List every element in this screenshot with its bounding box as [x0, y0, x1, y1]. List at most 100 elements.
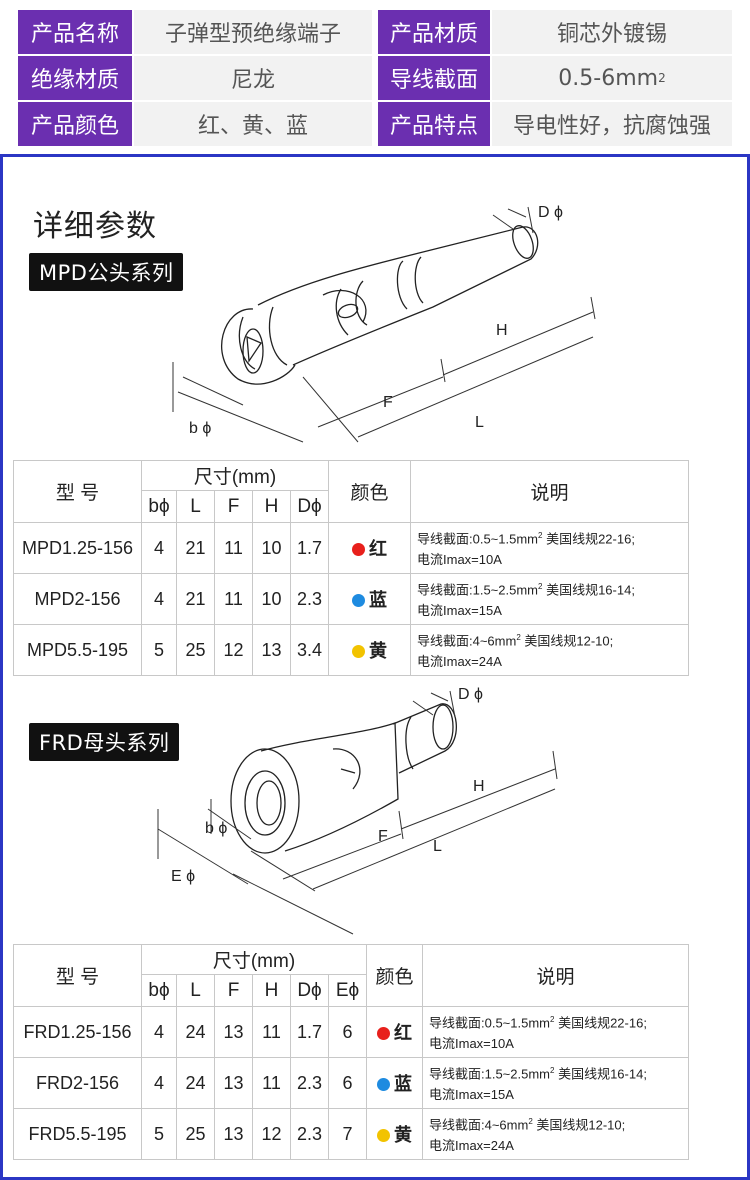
spec-table: 产品名称 子弹型预绝缘端子 产品材质 铜芯外镀锡 绝缘材质 尼龙 导线截面 0.…: [18, 10, 732, 148]
superscript: 2: [550, 1015, 555, 1025]
dim-l-label: L: [475, 414, 484, 431]
yellow-dot-icon: [377, 1129, 390, 1142]
dim-cell: 10: [252, 573, 291, 625]
frd-spec-table: 型 号 尺寸(mm) 颜色 说明 bϕ L F H Dϕ Eϕ FRD1.25-…: [13, 944, 689, 1160]
model-cell: FRD1.25-156: [13, 1006, 142, 1058]
dim-cell: 24: [176, 1006, 215, 1058]
dim-d-label: D ϕ: [538, 204, 563, 221]
desc-cell: 导线截面:4~6mm2 美国线规12-10;电流Imax=24A: [422, 1108, 689, 1160]
dim-cell: 4: [141, 1057, 177, 1109]
dim-d-label: D ϕ: [458, 686, 483, 703]
blue-dot-icon: [377, 1078, 390, 1091]
dim-cell: 2.3: [290, 1108, 329, 1160]
red-dot-icon: [352, 543, 365, 556]
table-row: MPD2-156 4 21 11 10 2.3 蓝 导线截面:1.5~2.5mm…: [13, 573, 689, 625]
color-cell: 红: [328, 522, 411, 574]
superscript: 2: [550, 1066, 555, 1076]
spec-label: 产品材质: [378, 10, 490, 54]
col-header-dim: L: [176, 490, 215, 523]
dim-cell: 4: [141, 522, 177, 574]
col-header-dim: H: [252, 974, 291, 1007]
table-row: MPD1.25-156 4 21 11 10 1.7 红 导线截面:0.5~1.…: [13, 522, 689, 574]
model-cell: MPD2-156: [13, 573, 142, 625]
col-header-desc: 说明: [422, 944, 689, 1007]
frd-connector-drawing: D ϕ H F L b ϕ E ϕ: [157, 686, 558, 935]
dim-cell: 11: [252, 1006, 291, 1058]
col-header-dim: H: [252, 490, 291, 523]
col-header-color: 颜色: [366, 944, 423, 1007]
col-header-model: 型 号: [13, 460, 142, 523]
color-name: 蓝: [369, 590, 387, 610]
desc-awg: 美国线规22-16;: [554, 1015, 647, 1031]
frd-series-badge: FRD母头系列: [29, 723, 180, 761]
section-title: 详细参数: [33, 209, 157, 244]
dim-cell: 5: [141, 1108, 177, 1160]
blue-dot-icon: [352, 594, 365, 607]
dim-cell: 10: [252, 522, 291, 574]
spec-value: 子弹型预绝缘端子: [134, 10, 372, 54]
dim-cell: 4: [141, 573, 177, 625]
dim-cell: 25: [176, 624, 215, 676]
desc-awg: 美国线规12-10;: [520, 633, 614, 649]
color-name: 黄: [394, 1125, 412, 1145]
model-cell: MPD5.5-195: [13, 624, 142, 676]
color-cell: 黄: [366, 1108, 423, 1160]
desc-cell: 导线截面:0.5~1.5mm2 美国线规22-16;电流Imax=10A: [410, 522, 689, 574]
dim-cell: 13: [214, 1108, 253, 1160]
superscript: 2: [528, 1117, 533, 1127]
dim-h-label: H: [496, 322, 508, 339]
desc-awg: 美国线规12-10;: [532, 1117, 626, 1133]
dim-cell: 25: [176, 1108, 215, 1160]
spec-row: 产品名称 子弹型预绝缘端子 产品材质 铜芯外镀锡: [18, 10, 732, 54]
col-header-size: 尺寸(mm): [141, 460, 329, 491]
dim-f-label: F: [383, 394, 393, 411]
dim-cell: 1.7: [290, 1006, 329, 1058]
spec-label: 绝缘材质: [18, 56, 132, 100]
dim-cell: 3.4: [290, 624, 329, 676]
desc-current: 电流Imax=24A: [417, 653, 502, 669]
dim-cell: 6: [328, 1006, 367, 1058]
dim-cell: 5: [141, 624, 177, 676]
desc-current: 电流Imax=10A: [429, 1035, 514, 1051]
dim-cell: 21: [176, 522, 215, 574]
col-header-dim: Dϕ: [290, 974, 329, 1007]
table-row: MPD5.5-195 5 25 12 13 3.4 黄 导线截面:4~6mm2 …: [13, 624, 689, 676]
color-cell: 蓝: [328, 573, 411, 625]
desc-line: 导线截面:1.5~2.5mm: [429, 1066, 551, 1082]
dim-cell: 12: [214, 624, 253, 676]
desc-cell: 导线截面:1.5~2.5mm2 美国线规16-14;电流Imax=15A: [422, 1057, 689, 1109]
dim-cell: 1.7: [290, 522, 329, 574]
dim-f-label: F: [378, 828, 388, 845]
col-header-dim: bϕ: [141, 974, 177, 1007]
superscript: 2: [516, 633, 521, 643]
table-row: FRD5.5-195 5 25 13 12 2.3 7 黄 导线截面:4~6mm…: [13, 1108, 689, 1160]
superscript: 2: [658, 71, 666, 85]
dim-h-label: H: [473, 778, 485, 795]
dim-l-label: L: [433, 838, 442, 855]
dim-cell: 13: [252, 624, 291, 676]
desc-current: 电流Imax=15A: [417, 602, 502, 618]
superscript: 2: [538, 531, 543, 541]
desc-cell: 导线截面:4~6mm2 美国线规12-10; 电流Imax=24A: [410, 624, 689, 676]
dim-cell: 12: [252, 1108, 291, 1160]
col-header-dim: F: [214, 490, 253, 523]
color-name: 蓝: [394, 1074, 412, 1094]
desc-line: 导线截面:1.5~2.5mm: [417, 582, 539, 598]
col-header-desc: 说明: [410, 460, 689, 523]
dim-cell: 11: [214, 522, 253, 574]
superscript: 2: [538, 582, 543, 592]
spec-label: 导线截面: [378, 56, 490, 100]
spec-value: 导电性好，抗腐蚀强: [492, 102, 732, 146]
spec-label: 产品颜色: [18, 102, 132, 146]
dim-cell: 2.3: [290, 1057, 329, 1109]
col-header-dim: Dϕ: [290, 490, 329, 523]
mpd-series-badge: MPD公头系列: [29, 253, 184, 291]
dim-cell: 13: [214, 1057, 253, 1109]
desc-line: 导线截面:0.5~1.5mm: [429, 1015, 551, 1031]
spec-value: 铜芯外镀锡: [492, 10, 732, 54]
desc-cell: 导线截面:0.5~1.5mm2 美国线规22-16; 电流Imax=10A: [422, 1006, 689, 1058]
detail-frame: 详细参数 MPD公头系列: [0, 154, 750, 1180]
desc-line: 导线截面:4~6mm: [417, 633, 517, 649]
desc-current: 电流Imax=15A: [429, 1086, 514, 1102]
